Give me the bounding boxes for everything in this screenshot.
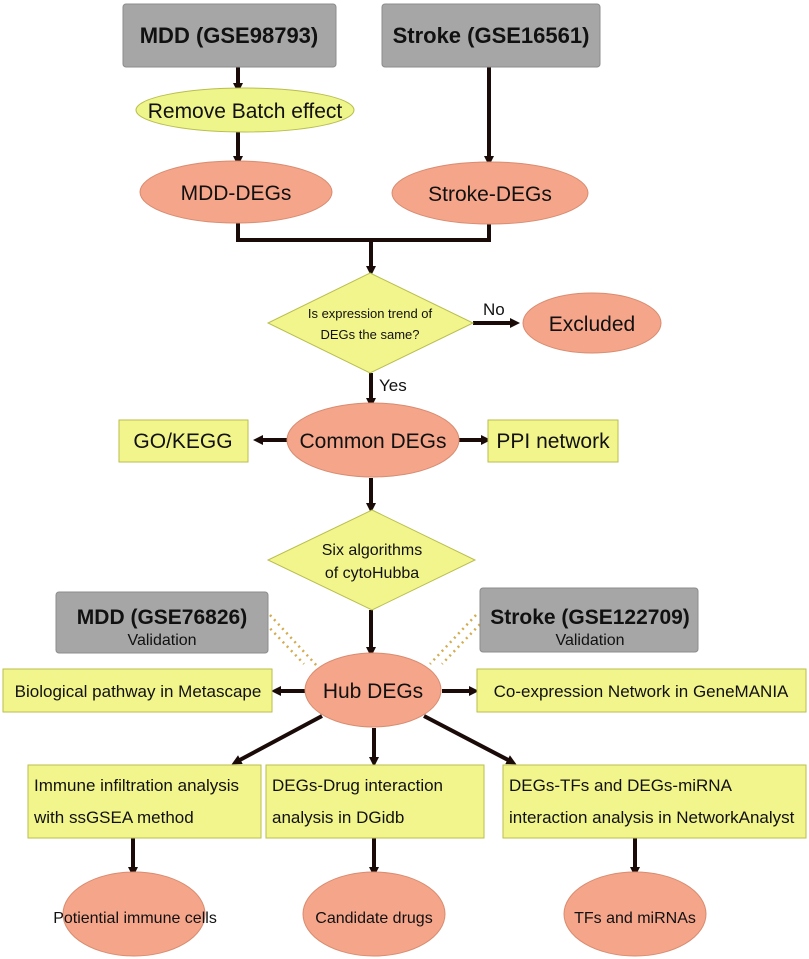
go-kegg-label: GO/KEGG	[133, 430, 232, 453]
common-degs-node: Common DEGs	[286, 402, 460, 478]
dotted-mdd-validation-link-2	[261, 619, 305, 665]
edge-label-no: No	[483, 300, 505, 319]
ppi-network-label: PPI network	[496, 430, 610, 453]
immune-analysis-line1: Immune infiltration analysis	[34, 776, 239, 795]
dgidb-analysis-node: DEGs-Drug interaction analysis in DGidb	[265, 764, 485, 839]
immune-cells-label: Potiential immune cells	[53, 910, 217, 927]
candidate-drugs-label: Candidate drugs	[315, 910, 432, 927]
six-algorithms-node: Six algorithms of cytoHubba	[266, 509, 477, 611]
edge-hub-to-networkanalyst	[423, 714, 517, 765]
remove-batch-label: Remove Batch effect	[148, 100, 343, 123]
stroke-degs-label: Stroke-DEGs	[428, 183, 552, 206]
mdd-validation-box: MDD (GSE76826) Validation	[55, 591, 269, 654]
dotted-stroke-validation-link-1	[429, 614, 477, 665]
metascape-node: Biological pathway in Metascape	[2, 668, 273, 713]
networkanalyst-analysis-node: DEGs-TFs and DEGs-miRNA interaction anal…	[502, 764, 807, 839]
excluded-label: Excluded	[549, 313, 635, 336]
hub-degs-node: Hub DEGs	[304, 652, 442, 728]
networkanalyst-analysis-line2: interaction analysis in NetworkAnalyst	[509, 808, 795, 827]
edge-merge-degs	[236, 221, 491, 242]
decision-trend-line1: Is expression trend of	[308, 306, 433, 321]
immune-analysis-node: Immune infiltration analysis with ssGSEA…	[27, 764, 262, 839]
decision-trend-node: Is expression trend of DEGs the same?	[266, 272, 475, 374]
dgidb-analysis-line1: DEGs-Drug interaction	[272, 776, 443, 795]
candidate-drugs-node: Candidate drugs	[302, 871, 446, 957]
six-algorithms-line2: of cytoHubba	[325, 565, 419, 582]
mdd-validation-subtitle: Validation	[127, 632, 196, 649]
go-kegg-node: GO/KEGG	[118, 419, 249, 463]
genemania-node: Co-expression Network in GeneMANIA	[476, 668, 807, 713]
decision-trend-line2: DEGs the same?	[321, 327, 420, 342]
excluded-node: Excluded	[522, 292, 662, 354]
stroke-dataset-title: Stroke (GSE16561)	[393, 23, 590, 48]
mdd-dataset-title: MDD (GSE98793)	[140, 23, 319, 48]
dgidb-analysis-line2: analysis in DGidb	[272, 808, 404, 827]
common-degs-label: Common DEGs	[299, 430, 446, 453]
genemania-label: Co-expression Network in GeneMANIA	[494, 682, 789, 701]
tfs-mirnas-label: TFs and miRNAs	[574, 910, 696, 927]
ppi-network-node: PPI network	[487, 419, 619, 463]
mdd-dataset-box: MDD (GSE98793)	[122, 3, 337, 68]
validation-links	[261, 614, 485, 668]
hub-degs-label: Hub DEGs	[323, 680, 423, 703]
metascape-label: Biological pathway in Metascape	[15, 682, 262, 701]
stroke-dataset-box: Stroke (GSE16561)	[381, 3, 601, 68]
dotted-stroke-validation-link-2	[441, 619, 485, 665]
tfs-mirnas-node: TFs and miRNAs	[563, 871, 707, 957]
mdd-degs-node: MDD-DEGs	[139, 160, 333, 224]
connectors	[128, 67, 640, 877]
immune-analysis-line2: with ssGSEA method	[33, 808, 194, 827]
edge-hub-to-immune	[231, 714, 323, 765]
mdd-validation-title: MDD (GSE76826)	[77, 606, 247, 629]
edge-label-yes: Yes	[379, 376, 407, 395]
dotted-mdd-validation-link-1	[269, 614, 319, 668]
immune-cells-node: Potiential immune cells	[53, 871, 217, 957]
stroke-validation-box: Stroke (GSE122709) Validation	[479, 587, 699, 653]
stroke-validation-title: Stroke (GSE122709)	[490, 606, 690, 629]
stroke-degs-node: Stroke-DEGs	[391, 161, 589, 225]
remove-batch-node: Remove Batch effect	[135, 87, 355, 133]
mdd-degs-label: MDD-DEGs	[181, 182, 292, 205]
six-algorithms-line1: Six algorithms	[322, 542, 422, 559]
stroke-validation-subtitle: Validation	[555, 632, 624, 649]
networkanalyst-analysis-line1: DEGs-TFs and DEGs-miRNA	[509, 776, 733, 795]
